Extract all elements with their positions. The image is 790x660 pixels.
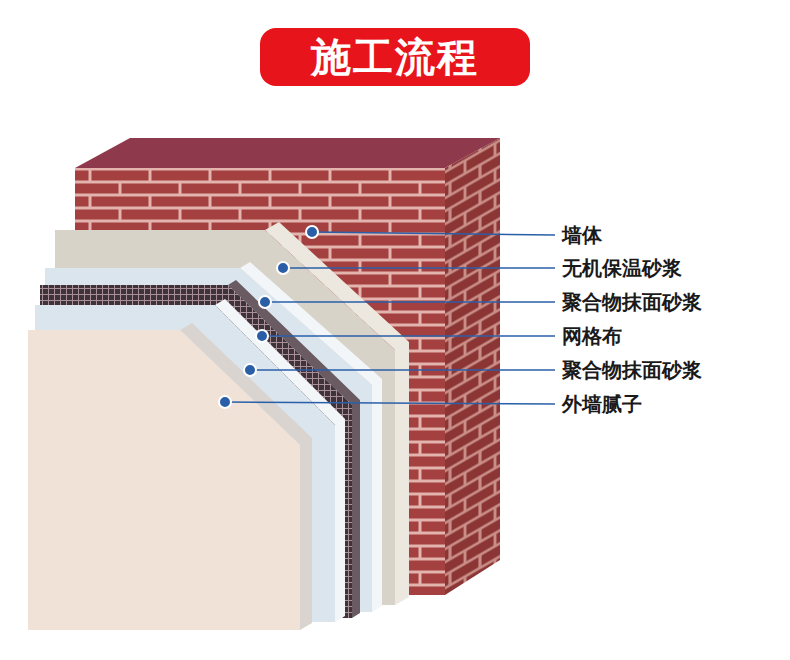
- layer-label: 无机保温砂浆: [562, 256, 682, 280]
- layer-label: 聚合物抹面砂浆: [562, 290, 702, 314]
- leader-lines: [225, 232, 555, 404]
- wall-side: [445, 138, 500, 595]
- layer-label: 墙体: [562, 223, 602, 247]
- layer-label: 外墙腻子: [562, 392, 642, 416]
- layer-label: 网格布: [562, 324, 622, 348]
- leader-dots: [219, 226, 318, 408]
- wall-top: [75, 138, 500, 168]
- title: 施工流程: [311, 30, 479, 85]
- title-banner: 施工流程: [260, 28, 530, 86]
- putty-layer: [28, 330, 300, 630]
- layer-label: 聚合物抹面砂浆: [562, 358, 702, 382]
